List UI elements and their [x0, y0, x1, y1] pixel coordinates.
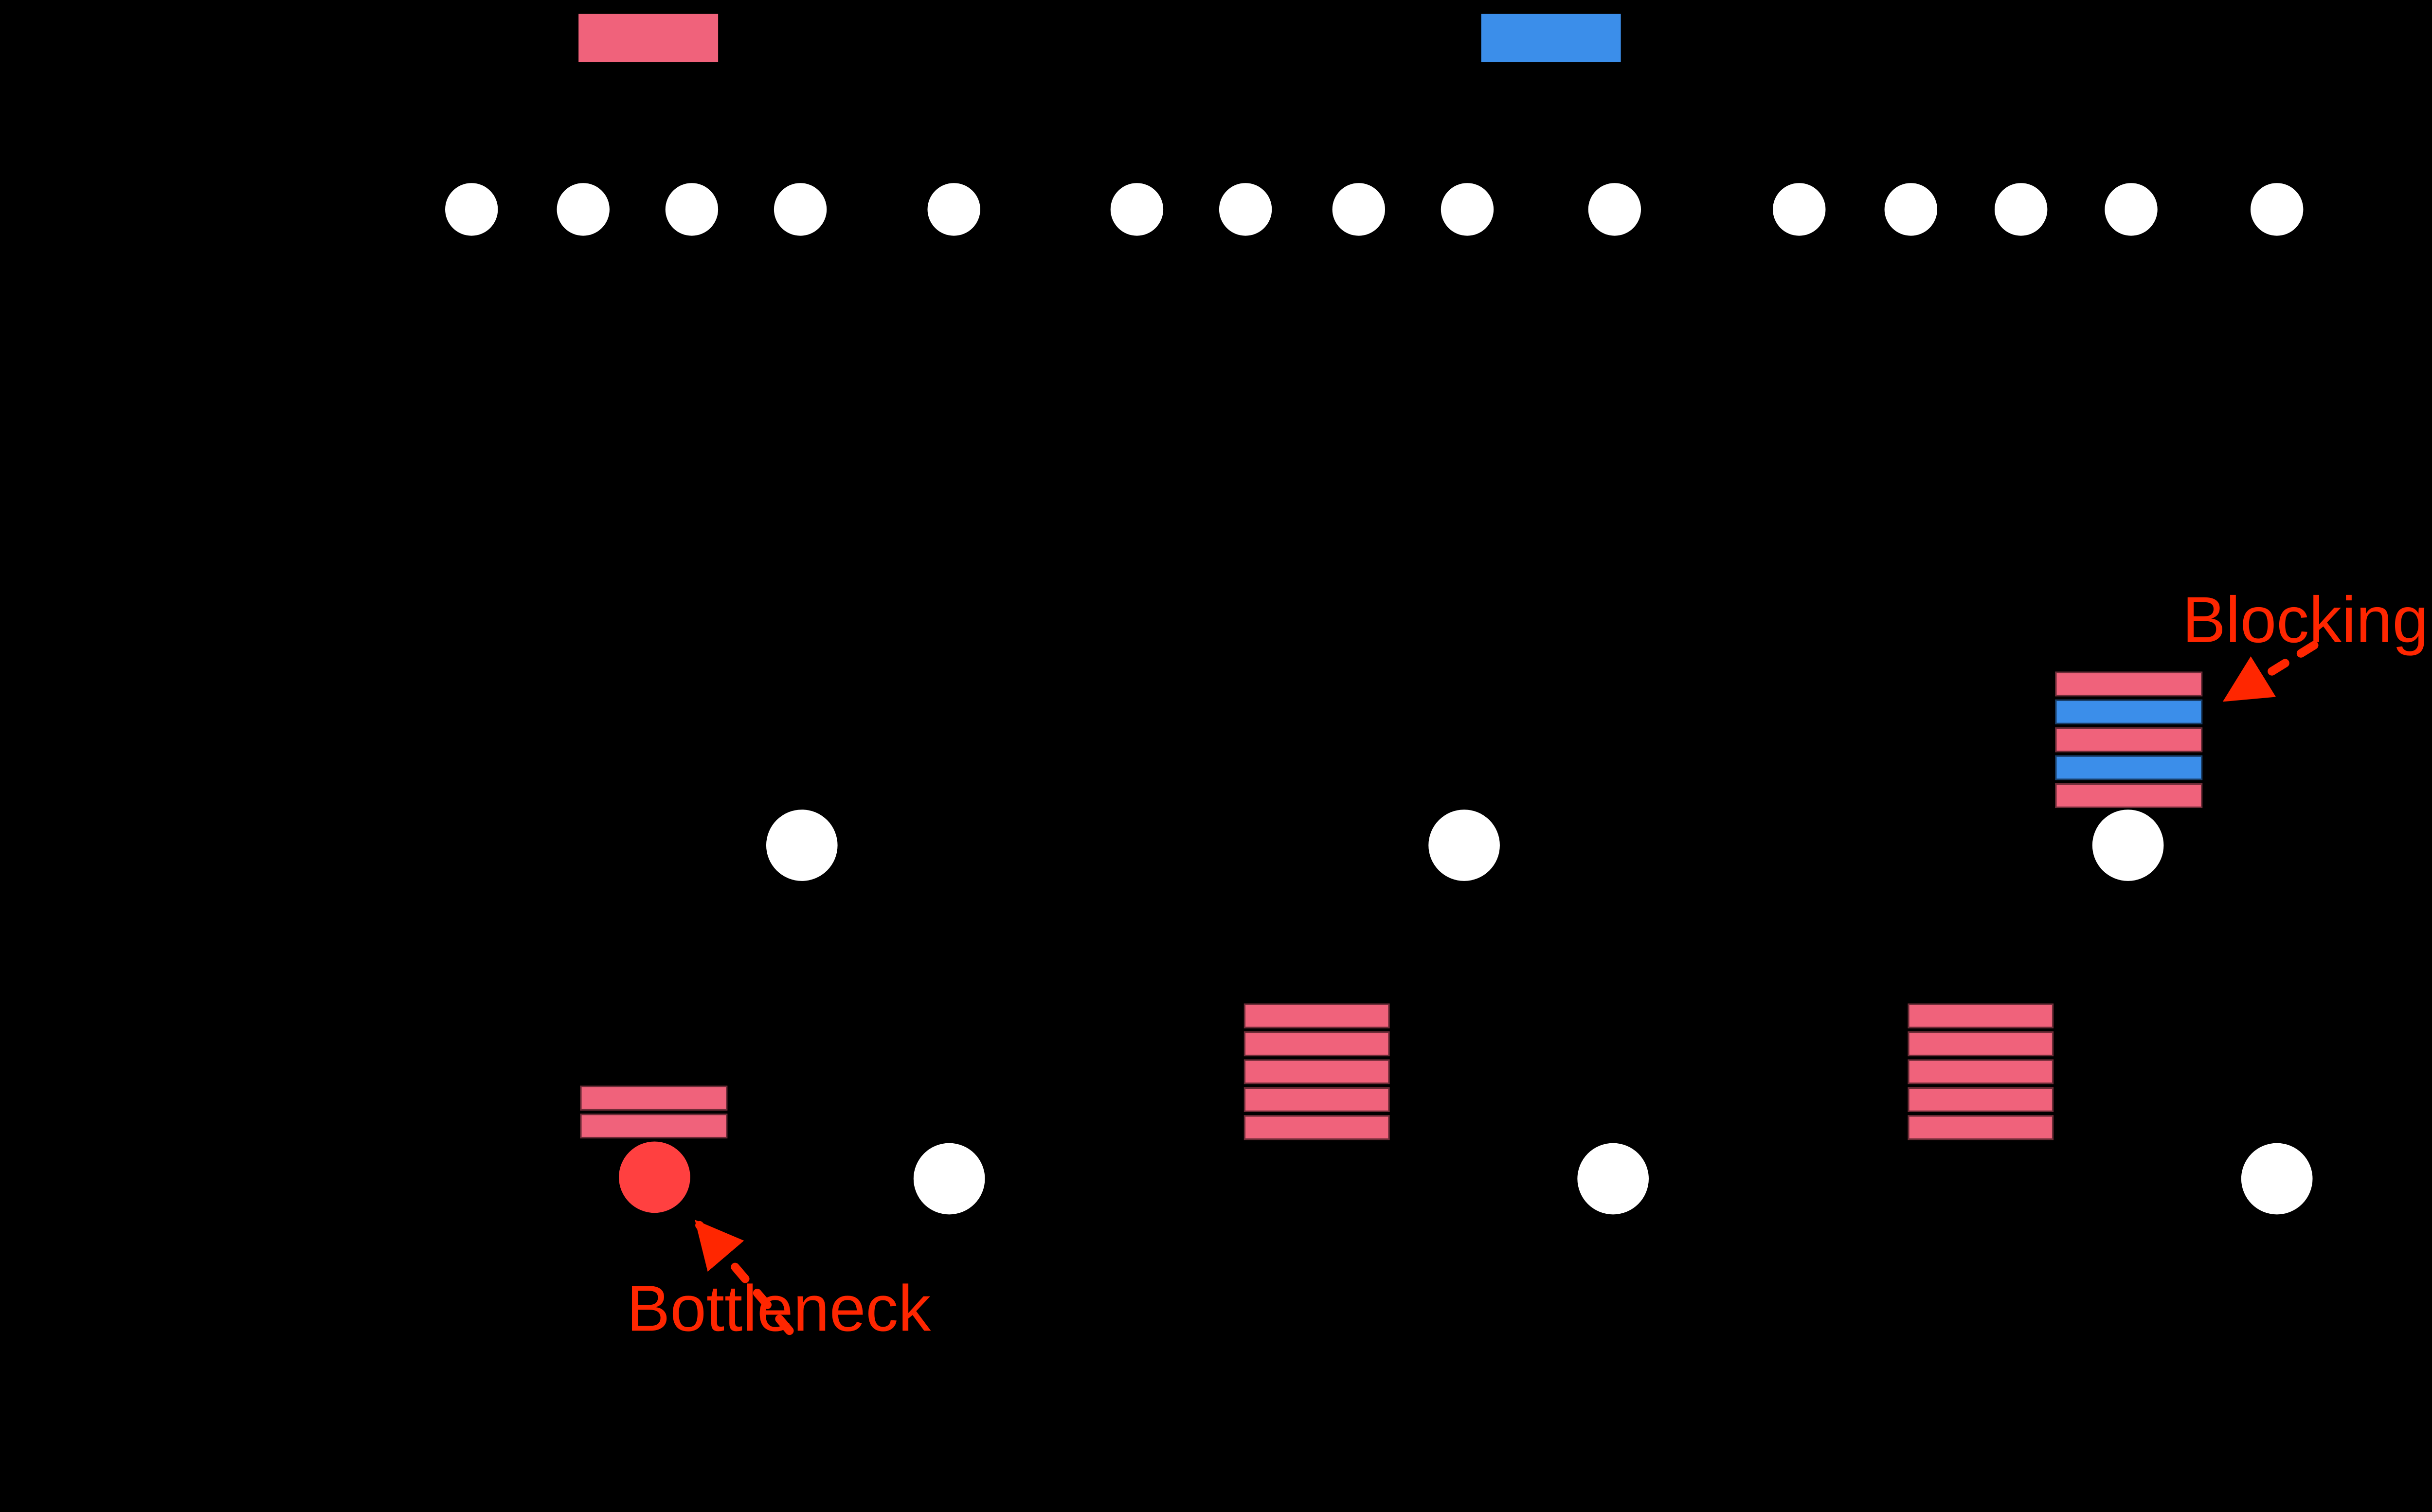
- request-dot: [2250, 183, 2304, 236]
- bottleneck-queue-stack: [580, 1085, 728, 1139]
- request-dot: [665, 183, 719, 236]
- queue-stripe-pink: [1243, 1059, 1390, 1084]
- queue-stripe-pink: [1243, 1031, 1390, 1057]
- queue-stripe-pink: [1908, 1115, 2054, 1140]
- request-dot: [557, 183, 610, 236]
- request-dot: [1441, 183, 1494, 236]
- queue-stripe-pink: [1243, 1115, 1390, 1140]
- request-dot: [445, 183, 498, 236]
- mid-worker-circles: [766, 810, 2164, 881]
- queue-stripe-pink: [1908, 1087, 2054, 1112]
- queue-stripe-pink: [2055, 671, 2203, 697]
- legend-pink-swatch: [578, 14, 719, 62]
- queue-stripe-pink: [1908, 1003, 2054, 1028]
- request-dot: [1110, 183, 1164, 236]
- request-dot: [1219, 183, 1272, 236]
- queue-stripe-blue: [2055, 699, 2203, 724]
- bottleneck-circle: [619, 1141, 690, 1213]
- request-dot: [1773, 183, 1826, 236]
- bottleneck-label: Bottleneck: [627, 1272, 931, 1345]
- blocking-arrow: [2222, 641, 2319, 702]
- bottom-worker-circle: [2241, 1143, 2313, 1215]
- queue-stripe-blue: [2055, 755, 2203, 780]
- request-dot: [1588, 183, 1641, 236]
- mid-worker-circle: [2092, 810, 2164, 881]
- queue-stripe-pink: [2055, 783, 2203, 809]
- queue-stripe-pink: [580, 1114, 728, 1139]
- request-dot: [774, 183, 827, 236]
- bottom-worker-circle: [913, 1143, 985, 1215]
- right-queue-stack: [1908, 1003, 2054, 1140]
- queue-stripe-pink: [1243, 1087, 1390, 1112]
- request-dot: [1332, 183, 1386, 236]
- blocking-label: Blocking: [2182, 583, 2429, 656]
- queue-stripe-pink: [1908, 1059, 2054, 1084]
- mid-worker-circle: [766, 810, 838, 881]
- request-dot: [2105, 183, 2158, 236]
- request-dot-row: [445, 183, 2304, 236]
- bottom-worker-circles: [913, 1143, 2313, 1215]
- bottleneck-circle-group: [619, 1141, 690, 1213]
- blocking-queue-stack: [2055, 671, 2203, 809]
- bottleneck-arrow: [695, 1220, 794, 1335]
- queue-stripe-pink: [580, 1085, 728, 1111]
- queue-stripe-pink: [1243, 1003, 1390, 1028]
- request-dot: [927, 183, 980, 236]
- request-dot: [1994, 183, 2048, 236]
- queue-stripe-pink: [1908, 1031, 2054, 1057]
- queue-stripe-pink: [2055, 727, 2203, 753]
- mid-worker-circle: [1428, 810, 1500, 881]
- bottom-worker-circle: [1577, 1143, 1649, 1215]
- annotation-arrows: [695, 641, 2319, 1335]
- legend-blue-swatch: [1481, 14, 1621, 62]
- request-dot: [1884, 183, 1937, 236]
- middle-queue-stack: [1243, 1003, 1390, 1140]
